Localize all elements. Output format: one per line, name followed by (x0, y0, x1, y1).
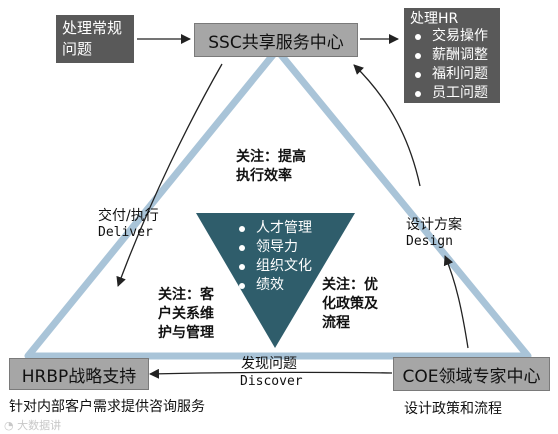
ssc-box: SSC共享服务中心 (194, 23, 358, 57)
focus-policy-text: 关注：优 化政策及 流程 (322, 277, 378, 331)
arrow-discover (149, 368, 393, 379)
design-en-label: Design (406, 234, 453, 249)
arrow-coe-design (443, 255, 469, 349)
design-cn-label: 设计方案 (406, 217, 462, 233)
center-triangle (196, 213, 355, 348)
watermark: ◔ 大数据讲 (4, 417, 61, 433)
hr-task-item: 福利问题 (410, 65, 494, 84)
hrbp-label: HRBP战略支持 (21, 366, 137, 387)
hr-task-item: 薪酬调整 (410, 46, 494, 65)
ssc-label: SSC共享服务中心 (208, 32, 344, 53)
deliver-cn-label: 交付/执行 (98, 208, 159, 224)
outer-triangle (24, 46, 532, 360)
center-topic-item: 人才管理 (234, 219, 312, 238)
hr-tasks-title: 处理HR (410, 11, 459, 27)
center-topic-item: 领导力 (234, 238, 312, 257)
watermark-icon: ◔ (4, 419, 18, 432)
focus-customer-text: 关注：客 户关系维 护与管理 (158, 287, 214, 341)
arrow-design (353, 64, 421, 187)
coe-description: 设计政策和流程 (404, 401, 502, 417)
arrow-deliver (116, 63, 223, 287)
hr-tasks-box: 处理HR 交易操作 薪酬调整 福利问题 员工问题 (404, 8, 500, 103)
coe-box: COE领域专家中心 (393, 357, 550, 391)
coe-label: COE领域专家中心 (402, 366, 541, 387)
hrbp-description: 针对内部客户需求提供咨询服务 (9, 399, 205, 415)
routine-issues-box: 处理常规 问题 (56, 15, 134, 63)
discover-en-label: Discover (240, 374, 303, 389)
focus-efficiency-text: 关注：提高 执行效率 (236, 149, 306, 184)
deliver-en-label: Deliver (98, 225, 153, 240)
hr-task-item: 员工问题 (410, 84, 494, 103)
discover-cn-label: 发现问题 (241, 356, 297, 372)
hrbp-box: HRBP战略支持 (9, 358, 149, 390)
center-topics-list: 人才管理 领导力 组织文化 绩效 (234, 219, 312, 295)
hr-task-item: 交易操作 (410, 27, 494, 46)
center-topic-item: 组织文化 (234, 257, 312, 276)
hr-tasks-list: 交易操作 薪酬调整 福利问题 员工问题 (410, 27, 494, 103)
watermark-text: 大数据讲 (17, 419, 62, 432)
center-topic-item: 绩效 (234, 276, 312, 295)
